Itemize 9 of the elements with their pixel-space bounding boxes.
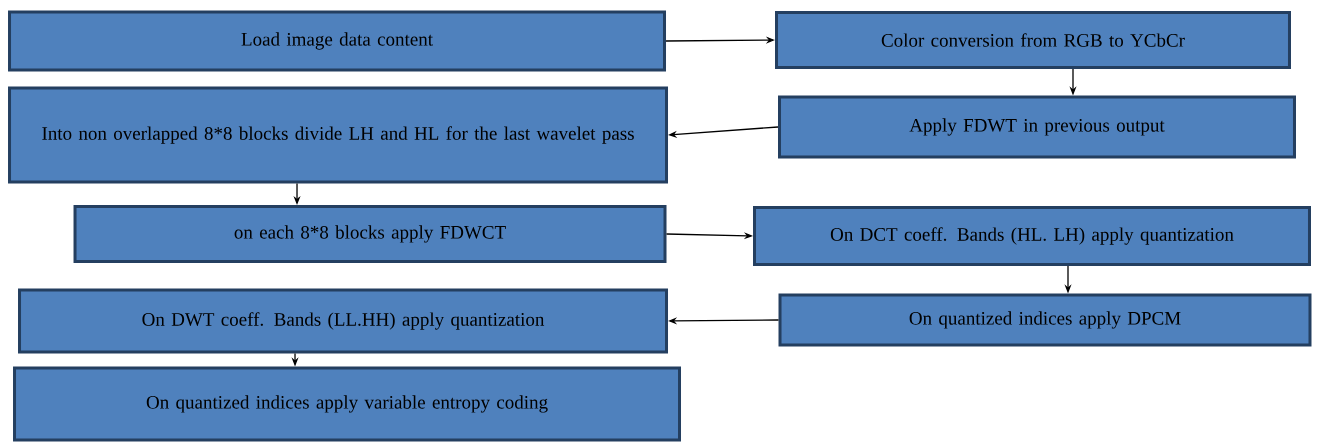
process-box: Into non overlapped 8*8 blocks divide LH and HL for the last wavelet pass — [8, 86, 668, 184]
process-box: on each 8*8 blocks apply FDWCT — [73, 205, 667, 263]
process-box: On quantized indices apply variable entropy coding — [13, 366, 681, 442]
process-box: Color conversion from RGB to YCbCr — [775, 11, 1291, 69]
process-box: On quantized indices apply DPCM — [778, 293, 1312, 347]
process-box: Apply FDWT in previous output — [778, 95, 1296, 159]
process-box: On DWT coeff. Bands (LL.HH) apply quantization — [18, 288, 668, 354]
process-box: On DCT coeff. Bands (HL. LH) apply quantization — [753, 206, 1311, 266]
process-box: Load image data content — [8, 10, 666, 72]
